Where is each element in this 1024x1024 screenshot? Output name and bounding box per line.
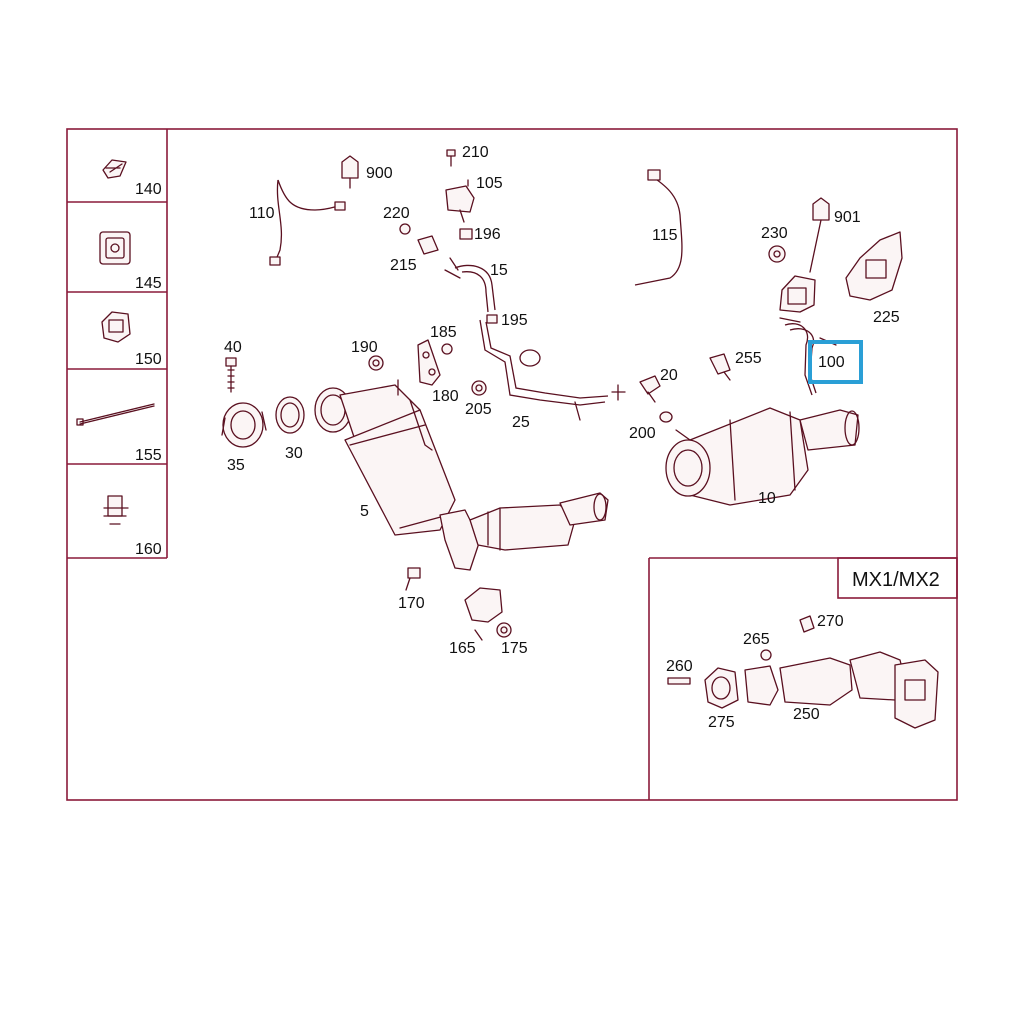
part-100-sensor[interactable]: 100 xyxy=(779,317,863,396)
part-115-temp-sensor[interactable]: 115 xyxy=(634,169,683,286)
cable-tie-icon xyxy=(76,403,155,426)
part-label-265: 265 xyxy=(743,631,770,648)
part-label-175: 175 xyxy=(501,640,528,657)
part-label-200: 200 xyxy=(629,425,656,442)
part-100-highlight xyxy=(808,340,863,384)
part-label-185: 185 xyxy=(430,324,457,341)
part-265-nut[interactable]: 265 xyxy=(743,631,772,661)
part-30-gasket[interactable]: 30 xyxy=(275,396,305,462)
part-20-hose[interactable]: 20 xyxy=(639,367,678,403)
part-105-pressure-sensor[interactable]: 105 xyxy=(445,175,503,223)
part-label-115: 115 xyxy=(652,227,678,244)
part-label-35: 35 xyxy=(227,457,245,474)
part-260-stud[interactable]: 260 xyxy=(666,658,693,685)
part-901-connector[interactable]: 901 xyxy=(779,197,861,313)
part-label-165: 165 xyxy=(449,640,476,657)
part-label-15: 15 xyxy=(490,262,508,279)
part-225-bracket[interactable]: 225 xyxy=(845,231,903,326)
part-label-195: 195 xyxy=(501,312,528,329)
holder-icon xyxy=(103,495,129,525)
part-220-nut[interactable]: 220 xyxy=(383,205,411,235)
part-110-sensor-cable[interactable]: 110 xyxy=(249,179,346,266)
part-205-nut[interactable]: 205 xyxy=(465,380,492,418)
part-40-bolt[interactable]: 40 xyxy=(224,339,242,393)
part-label-205: 205 xyxy=(465,401,492,418)
part-270-clip[interactable]: 270 xyxy=(799,613,844,633)
part-185-nut[interactable]: 185 xyxy=(430,324,457,355)
part-label-210: 210 xyxy=(462,144,489,161)
part-label-225: 225 xyxy=(873,309,900,326)
part-210-screw[interactable]: 210 xyxy=(446,144,489,167)
sidebar-item-label: 140 xyxy=(135,181,162,198)
part-215-bracket[interactable]: 215 xyxy=(390,235,439,274)
part-175-nut[interactable]: 175 xyxy=(496,622,528,657)
part-label-260: 260 xyxy=(666,658,693,675)
sidebar-item-label: 155 xyxy=(135,447,162,464)
bracket-icon xyxy=(101,311,131,343)
part-5-catalyst[interactable]: 5 xyxy=(314,379,609,571)
part-label-30: 30 xyxy=(285,445,303,462)
part-label-105: 105 xyxy=(476,175,503,192)
part-label-255: 255 xyxy=(735,350,762,367)
sidebar-item-label: 145 xyxy=(135,275,162,292)
part-label-196: 196 xyxy=(474,226,501,243)
part-200-clip[interactable]: 200 xyxy=(629,411,673,442)
part-label-110: 110 xyxy=(249,205,275,222)
part-230-nut[interactable]: 230 xyxy=(761,225,788,263)
part-label-170: 170 xyxy=(398,595,425,612)
part-165-bracket[interactable]: 165 xyxy=(449,587,503,657)
sidebar-item-140[interactable]: 140 xyxy=(102,159,162,198)
part-label-40: 40 xyxy=(224,339,242,356)
sidebar: 140 145 150 155 xyxy=(67,129,168,559)
part-900-connector[interactable]: 900 xyxy=(341,155,393,189)
part-label-180: 180 xyxy=(432,388,459,405)
part-label-275: 275 xyxy=(708,714,735,731)
part-170-bolt[interactable]: 170 xyxy=(398,567,425,612)
part-label-250: 250 xyxy=(793,706,820,723)
part-label-190: 190 xyxy=(351,339,378,356)
part-label-901: 901 xyxy=(834,209,861,226)
sidebar-item-150[interactable]: 150 xyxy=(101,311,162,368)
sidebar-item-160[interactable]: 160 xyxy=(103,495,162,558)
part-250-catalyst[interactable]: 250 xyxy=(744,651,939,729)
part-label-25: 25 xyxy=(512,414,530,431)
clip-icon xyxy=(102,159,127,179)
part-label-220: 220 xyxy=(383,205,410,222)
plate-icon xyxy=(99,231,131,265)
part-255-bracket[interactable]: 255 xyxy=(709,350,762,381)
part-label-270: 270 xyxy=(817,613,844,630)
part-label-215: 215 xyxy=(390,257,417,274)
inset-panel: MX1/MX2 xyxy=(648,557,958,800)
part-35-clamp[interactable]: 35 xyxy=(221,402,267,474)
part-label-10: 10 xyxy=(758,490,776,507)
sidebar-item-label: 160 xyxy=(135,541,162,558)
part-label-20: 20 xyxy=(660,367,678,384)
part-label-100: 100 xyxy=(818,354,845,371)
part-label-5: 5 xyxy=(360,503,369,520)
part-label-230: 230 xyxy=(761,225,788,242)
part-196-clip[interactable]: 196 xyxy=(459,226,501,243)
sidebar-item-label: 150 xyxy=(135,351,162,368)
part-195-clip[interactable]: 195 xyxy=(486,312,528,329)
part-label-900: 900 xyxy=(366,165,393,182)
part-275-gasket[interactable]: 275 xyxy=(704,667,739,731)
part-10-muffler[interactable]: 10 xyxy=(665,407,860,507)
inset-title: MX1/MX2 xyxy=(852,569,940,591)
sidebar-item-155[interactable]: 155 xyxy=(76,403,162,464)
sidebar-item-145[interactable]: 145 xyxy=(99,231,162,292)
part-25-line[interactable]: 25 xyxy=(479,319,626,431)
part-190-nut[interactable]: 190 xyxy=(351,339,384,371)
part-15-pressure-pipes[interactable]: 15 xyxy=(444,257,508,313)
part-180-plate[interactable]: 180 xyxy=(417,339,459,405)
